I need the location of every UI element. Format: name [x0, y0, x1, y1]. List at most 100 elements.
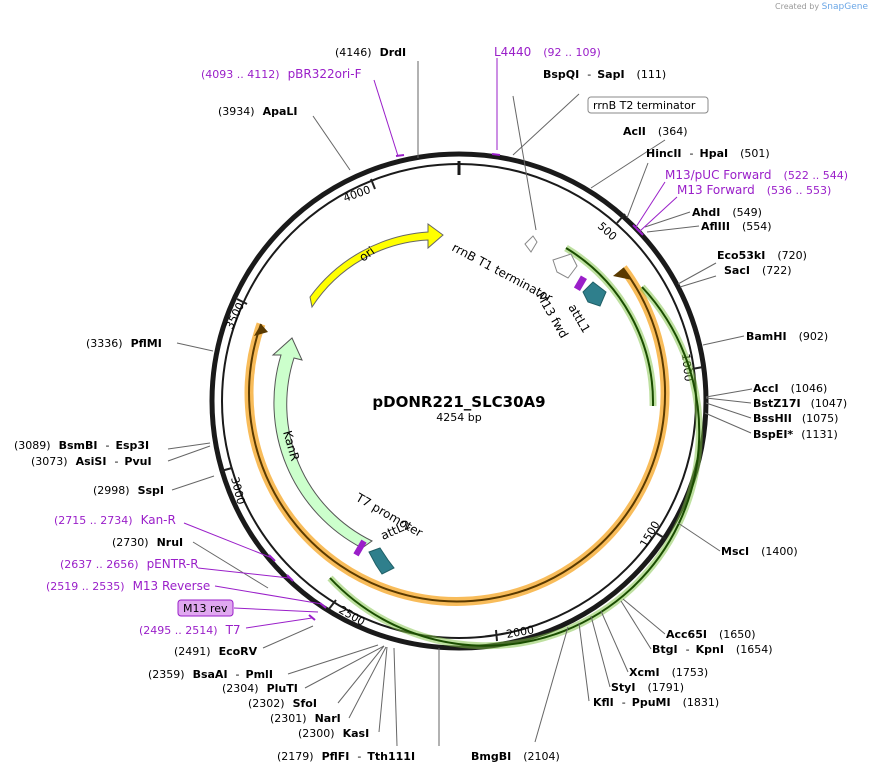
- enzyme-kfli: KflI: [593, 696, 614, 709]
- svg-text:BssHII(1075): BssHII(1075): [753, 412, 838, 425]
- primer-l4440: L4440(92 .. 109): [494, 45, 601, 59]
- svg-text:SacI(722): SacI(722): [724, 264, 792, 277]
- enzyme-bsmbi: BsmBI: [59, 439, 98, 452]
- enzyme-hpai: HpaI: [700, 147, 729, 160]
- svg-text:(2301)NarI: (2301)NarI: [270, 712, 341, 725]
- enzyme-acci: AccI: [753, 382, 779, 395]
- enzyme-msci: MscI: [721, 545, 749, 558]
- kanr-feature: [271, 337, 373, 549]
- enzyme-eco53ki: Eco53kI: [717, 249, 765, 262]
- svg-text:XcmI(1753): XcmI(1753): [629, 666, 708, 679]
- enzyme-pvui: PvuI: [124, 455, 151, 468]
- enzyme-ppumi: PpuMI: [632, 696, 671, 709]
- enzyme-bamhi: BamHI: [746, 330, 787, 343]
- primer-labels: L4440(92 .. 109) (4093 .. 4112)pBR322ori…: [46, 45, 848, 637]
- enzyme-labels-right: BspQI-SapI(111) AclI(364) HincII-HpaI(50…: [471, 68, 847, 763]
- orf-green-outer-line: [329, 286, 701, 647]
- plasmid-length: 4254 bp: [436, 411, 481, 424]
- svg-text:BmgBI(2104): BmgBI(2104): [471, 750, 560, 763]
- m13-fwd-primer-mark: [573, 275, 587, 292]
- svg-text:(2998)SspI: (2998)SspI: [93, 484, 164, 497]
- primer-m13-reverse: (2519 .. 2535)M13 Reverse: [46, 579, 210, 593]
- svg-text:Acc65I(1650): Acc65I(1650): [666, 628, 756, 641]
- svg-text:BamHI(902): BamHI(902): [746, 330, 828, 343]
- credit-brand: SnapGene: [821, 2, 868, 12]
- svg-text:(2300)KasI: (2300)KasI: [298, 727, 369, 740]
- enzyme-hincii: HincII: [646, 147, 682, 160]
- leader-lines: [167, 61, 753, 747]
- svg-text:4000: 4000: [342, 183, 373, 205]
- enzyme-sapi: SapI: [597, 68, 624, 81]
- gene-cds-line: [248, 267, 667, 603]
- svg-text:StyI(1791): StyI(1791): [611, 681, 684, 694]
- attl2-feature: [368, 547, 395, 575]
- svg-text:BstZ17I(1047): BstZ17I(1047): [753, 397, 847, 410]
- tick-2000: 2000: [495, 623, 535, 642]
- gene-cds-arrowhead-left: [254, 324, 268, 336]
- orf-green-inner-line: [565, 247, 655, 407]
- svg-text:(2730)NruI: (2730)NruI: [112, 536, 183, 549]
- gene-cds-highlight: [244, 265, 670, 606]
- svg-text:(2304)PluTI: (2304)PluTI: [222, 682, 298, 695]
- rrnb-t1-feature: [552, 253, 578, 279]
- enzyme-bsaai: BsaAI: [193, 668, 228, 681]
- enzyme-bmgbi: BmgBI: [471, 750, 511, 763]
- svg-text:(3073)AsiSI-PvuI: (3073)AsiSI-PvuI: [31, 455, 152, 468]
- svg-text:Eco53kI(720): Eco53kI(720): [717, 249, 807, 262]
- svg-text:BtgI-KpnI(1654): BtgI-KpnI(1654): [652, 643, 773, 656]
- enzyme-drdi: DrdI: [380, 46, 407, 59]
- gene-cds-arrowhead: [613, 268, 632, 280]
- enzyme-ecorv: EcoRV: [219, 645, 258, 658]
- primer-pbr322ori-f: (4093 .. 4112)pBR322ori-F: [201, 67, 362, 81]
- enzyme-xcmi: XcmI: [629, 666, 660, 679]
- svg-text:AflIII(554): AflIII(554): [701, 220, 772, 233]
- enzyme-btgi: BtgI: [652, 643, 678, 656]
- svg-text:HincII-HpaI(501): HincII-HpaI(501): [646, 147, 770, 160]
- ori-feature: [309, 223, 444, 309]
- svg-text:AccI(1046): AccI(1046): [753, 382, 827, 395]
- primer-m13-puc-forward: M13/pUC Forward(522 .. 544): [665, 168, 848, 182]
- primer-t7: (2495 .. 2514)T7: [139, 623, 241, 637]
- svg-text:AhdI(549): AhdI(549): [692, 206, 762, 219]
- enzyme-pluti: PluTI: [267, 682, 298, 695]
- enzyme-afliii: AflIII: [701, 220, 730, 233]
- enzyme-labels-left: (4146)DrdI (3934)ApaLI (3336)PflMI (3089…: [14, 46, 415, 763]
- enzyme-pflfi: PflFI: [322, 750, 350, 763]
- enzyme-styi: StyI: [611, 681, 635, 694]
- primer-pentr-r: (2637 .. 2656)pENTR-R: [60, 557, 199, 571]
- enzyme-acc65i: Acc65I: [666, 628, 707, 641]
- svg-text:BspQI-SapI(111): BspQI-SapI(111): [543, 68, 666, 81]
- svg-text:(2359)BsaAI-PmlI: (2359)BsaAI-PmlI: [148, 668, 273, 681]
- svg-text:(3336)PflMI: (3336)PflMI: [86, 337, 162, 350]
- svg-text:(3089)BsmBI-Esp3I: (3089)BsmBI-Esp3I: [14, 439, 149, 452]
- rrnb-t2-label: rrnB T2 terminator: [593, 99, 696, 112]
- enzyme-saci: SacI: [724, 264, 750, 277]
- attl1-feature: [582, 281, 607, 307]
- svg-text:KflI-PpuMI(1831): KflI-PpuMI(1831): [593, 696, 719, 709]
- enzyme-sspi: SspI: [138, 484, 164, 497]
- m13-rev-box: [177, 599, 234, 617]
- svg-text:(3934)ApaLI: (3934)ApaLI: [218, 105, 298, 118]
- enzyme-esp3i: Esp3I: [115, 439, 149, 452]
- enzyme-pflmi: PflMI: [131, 337, 162, 350]
- enzyme-bsshii: BssHII: [753, 412, 792, 425]
- enzyme-kpni: KpnI: [696, 643, 724, 656]
- primer-kan-r: (2715 .. 2734)Kan-R: [54, 513, 176, 527]
- plasmid-name: pDONR221_SLC30A9: [372, 393, 545, 411]
- svg-text:(2179)PflFI-Tth111I: (2179)PflFI-Tth111I: [277, 750, 415, 763]
- enzyme-bstz17i: BstZ17I: [753, 397, 801, 410]
- credit-prefix: Created by: [775, 2, 820, 11]
- svg-text:2000: 2000: [505, 623, 535, 641]
- svg-text:(4146)DrdI: (4146)DrdI: [335, 46, 406, 59]
- svg-text:MscI(1400): MscI(1400): [721, 545, 798, 558]
- enzyme-bspei: BspEI: [753, 428, 787, 441]
- enzyme-ahdi: AhdI: [692, 206, 720, 219]
- svg-text:(2491)EcoRV: (2491)EcoRV: [174, 645, 258, 658]
- enzyme-bspqi: BspQI: [543, 68, 579, 81]
- primer-leader-lines: [183, 58, 678, 629]
- enzyme-pmli: PmlI: [246, 668, 273, 681]
- enzyme-kasi: KasI: [343, 727, 370, 740]
- svg-text:BspEI*(1131): BspEI*(1131): [753, 428, 838, 441]
- backbone-outer-ring: [209, 151, 709, 651]
